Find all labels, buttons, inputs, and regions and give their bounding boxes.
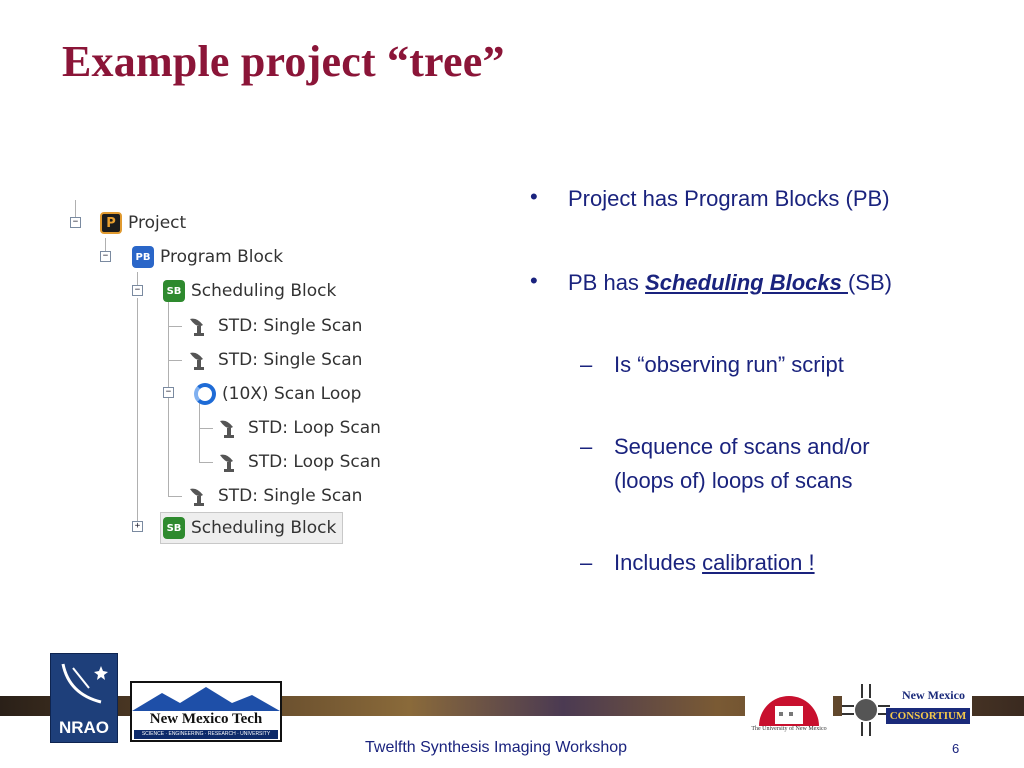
project-tree: − − − − + P Project PB Program Block SB … (0, 0, 520, 560)
tree-guide-line (75, 200, 76, 218)
antenna-dish-icon (216, 451, 242, 473)
bullet-text: PB has Scheduling Blocks (SB) (568, 270, 892, 296)
antenna-dish-icon (216, 417, 242, 439)
tree-guide-line (137, 272, 138, 286)
mountain-icon (132, 687, 280, 711)
tree-guide-line (168, 360, 182, 361)
program-block-icon: PB (132, 246, 154, 268)
tree-guide-line (105, 238, 106, 252)
bullet-text-part: (SB) (847, 270, 892, 295)
new-mexico-tech-logo: New Mexico Tech SCIENCE · ENGINEERING · … (130, 681, 282, 742)
antenna-dish-icon (186, 485, 212, 507)
tree-node-loop-scan[interactable]: STD: Loop Scan (216, 413, 381, 443)
tree-guide-line (199, 402, 200, 462)
tree-node-loop-scan[interactable]: STD: Loop Scan (216, 447, 381, 477)
tree-node-label: Program Block (160, 247, 284, 267)
sub-bullet-text: (loops of) loops of scans (614, 468, 853, 493)
nmt-logo-subtitle: SCIENCE · ENGINEERING · RESEARCH · UNIVE… (134, 730, 278, 739)
tree-guide-line (168, 300, 169, 496)
sub-bullet-dash: – (580, 550, 593, 575)
zia-sun-icon (842, 684, 890, 736)
collapse-toggle[interactable]: − (70, 217, 81, 228)
tree-node-scan[interactable]: STD: Single Scan (186, 345, 362, 375)
nrao-dish-icon (61, 663, 108, 704)
sub-bullet-text: Sequence of scans and/or (614, 434, 870, 459)
tree-guide-line (199, 428, 213, 429)
collapse-toggle[interactable]: − (132, 285, 143, 296)
tree-node-label: STD: Single Scan (218, 350, 363, 370)
page-number: 6 (952, 741, 960, 756)
sub-bullet-text-part: Includes (614, 550, 703, 575)
nmc-logo-consortium: CONSORTIUM (886, 708, 970, 724)
tree-node-label: Scheduling Block (191, 518, 337, 538)
scheduling-block-icon: SB (163, 280, 185, 302)
loop-icon (194, 383, 216, 405)
tree-node-scan-loop[interactable]: (10X) Scan Loop (194, 379, 361, 409)
nm-consortium-logo: New Mexico CONSORTIUM (842, 684, 972, 736)
tree-node-label: Scheduling Block (191, 281, 337, 301)
sub-bullet-text: Includes calibration ! (614, 550, 815, 576)
bullet-dot: • (530, 268, 538, 293)
tree-guide-line (168, 496, 182, 497)
nrao-logo-text: NRAO (58, 718, 110, 737)
tree-node-scheduling-block-selected[interactable]: SB Scheduling Block (160, 512, 344, 544)
sub-bullet-dash: – (580, 434, 593, 459)
unm-logo-text: The University of New Mexico (751, 726, 827, 732)
tree-node-label: (10X) Scan Loop (222, 384, 362, 404)
footer-workshop-title: Twelfth Synthesis Imaging Workshop (365, 739, 628, 756)
collapse-toggle[interactable]: − (163, 387, 174, 398)
tree-node-project[interactable]: P Project (100, 208, 186, 238)
nrao-logo: NRAO (50, 653, 118, 743)
slide-title: Example project “tree” (62, 37, 505, 86)
tree-node-label: STD: Loop Scan (248, 452, 381, 472)
nmt-logo-name: New Mexico Tech (149, 711, 263, 727)
expand-toggle[interactable]: + (132, 521, 143, 532)
scheduling-blocks-link[interactable]: Scheduling Blocks (645, 270, 848, 295)
scheduling-block-icon: SB (163, 517, 185, 539)
tree-node-program-block[interactable]: PB Program Block (132, 242, 283, 272)
nmc-logo-name: New Mexico (902, 688, 965, 702)
bullet-text: Project has Program Blocks (PB) (568, 186, 890, 211)
bullet-dot: • (530, 184, 538, 209)
tree-guide-line (168, 326, 182, 327)
tree-node-scan[interactable]: STD: Single Scan (186, 311, 362, 341)
sub-bullet-dash: – (580, 352, 593, 377)
antenna-dish-icon (186, 349, 212, 371)
collapse-toggle[interactable]: − (100, 251, 111, 262)
calibration-link[interactable]: calibration ! (702, 550, 815, 575)
tree-node-label: STD: Single Scan (218, 316, 363, 336)
tree-guide-line (199, 462, 213, 463)
tree-node-scan[interactable]: STD: Single Scan (186, 481, 362, 511)
unm-logo: The University of New Mexico (745, 684, 833, 740)
tree-node-scheduling-block[interactable]: SB Scheduling Block (163, 276, 336, 306)
tree-guide-line (137, 298, 138, 522)
unm-emblem-icon (759, 696, 819, 726)
tree-node-label: Project (128, 213, 187, 233)
tree-node-label: STD: Loop Scan (248, 418, 381, 438)
tree-node-label: STD: Single Scan (218, 486, 363, 506)
project-icon: P (100, 212, 122, 234)
antenna-dish-icon (186, 315, 212, 337)
sub-bullet-text: Is “observing run” script (614, 352, 844, 377)
bullet-text-part: PB has (568, 270, 646, 295)
